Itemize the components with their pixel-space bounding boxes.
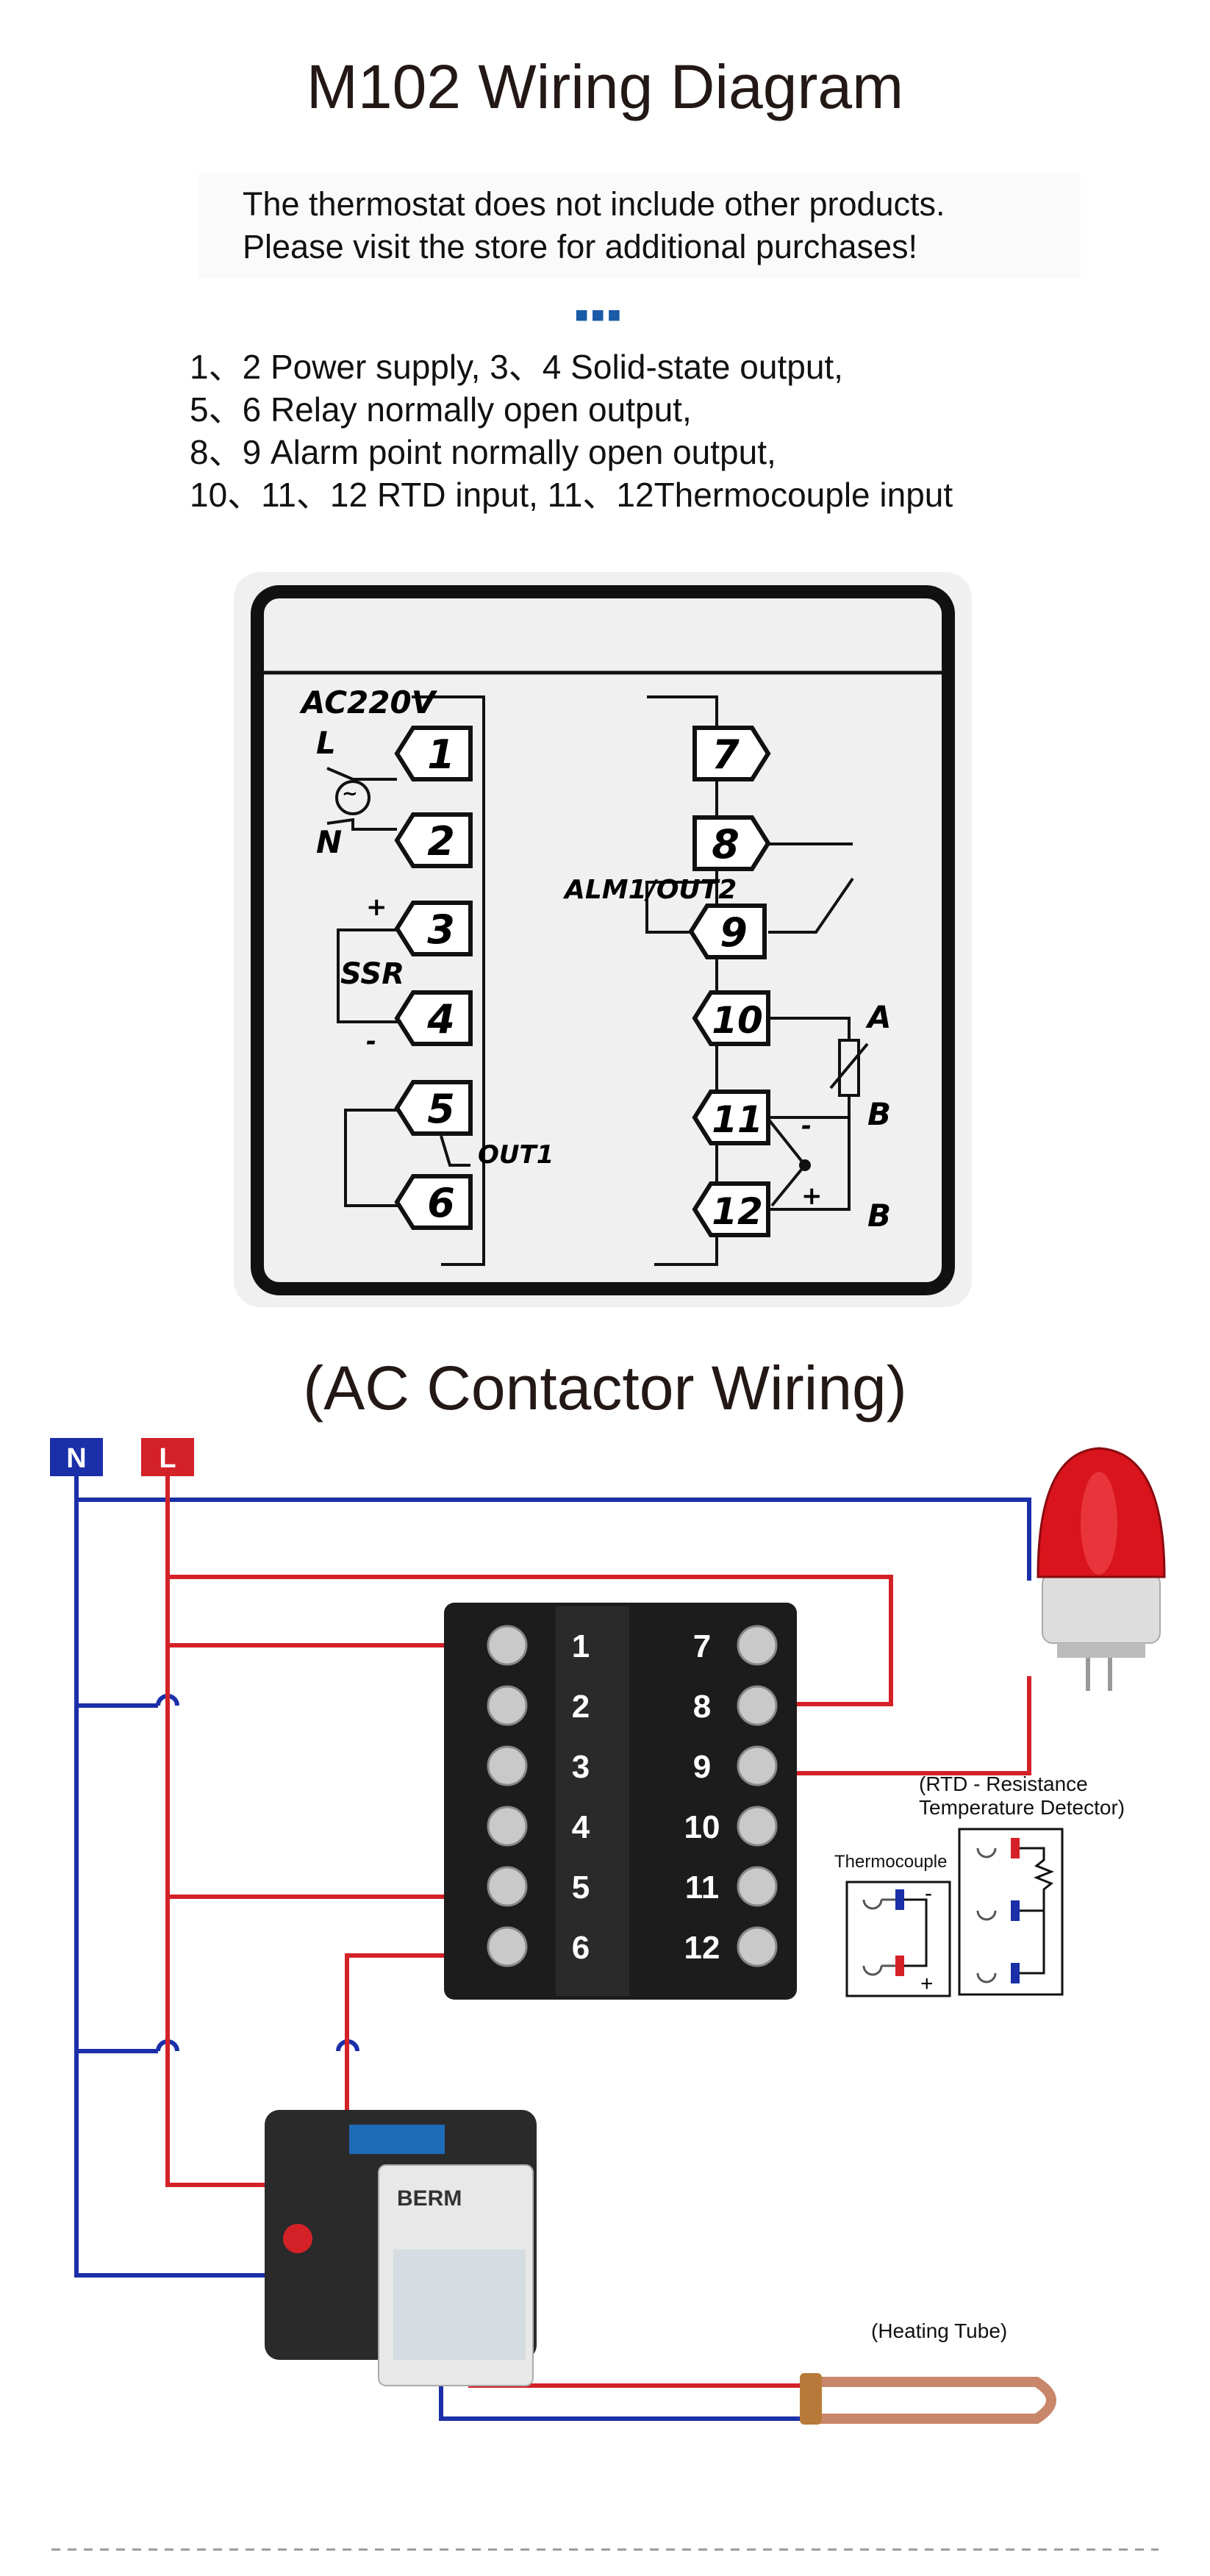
block-number-3: 3 xyxy=(572,1749,590,1785)
schematic-terminal-1: 1 xyxy=(427,731,455,778)
thermocouple-box: - + xyxy=(845,1881,951,1997)
notice-line-1: The thermostat does not include other pr… xyxy=(243,185,945,223)
rtd-label-line-1: (RTD - Resistance xyxy=(919,1772,1088,1795)
schematic-terminal-10: 10 xyxy=(712,999,763,1042)
alarm-lamp-icon xyxy=(1037,1447,1166,1691)
block-number-6: 6 xyxy=(572,1930,590,1966)
controller-terminal-block: 1 2 3 4 5 6 7 8 9 10 11 12 xyxy=(444,1603,797,2000)
schematic-out1-label: OUT1 xyxy=(478,1140,554,1170)
schematic-ac-label: AC220V xyxy=(299,684,438,720)
schematic-terminal-5: 5 xyxy=(427,1086,455,1132)
separator-dots-icon: ■■■ xyxy=(575,303,624,327)
schematic-terminal-8: 8 xyxy=(712,821,740,867)
schematic-right-terminals: 7 8 9 10 11 12 xyxy=(688,726,771,1237)
schematic-plus-label: + xyxy=(366,892,387,922)
pin-line-4: 10、11、12 RTD input, 11、12Thermocouple in… xyxy=(190,476,953,514)
l-badge xyxy=(141,1438,194,1476)
schematic-terminal-9: 9 xyxy=(720,909,748,956)
schematic-terminal-11: 11 xyxy=(712,1098,763,1141)
schematic-terminal-7: 7 xyxy=(712,731,740,778)
block-number-12: 12 xyxy=(684,1930,720,1966)
schematic-frame xyxy=(251,585,955,1295)
schematic-ssr-label: SSR xyxy=(340,957,404,991)
l-badge-label: L xyxy=(159,1443,176,1474)
schematic-terminal-3: 3 xyxy=(427,906,455,953)
contactor-icon: BERM xyxy=(265,2110,537,2386)
pin-line-3: 8、9 Alarm point normally open output, xyxy=(190,433,776,471)
block-number-5: 5 xyxy=(572,1870,590,1906)
notice-box: The thermostat does not include other pr… xyxy=(198,173,1081,279)
block-number-4: 4 xyxy=(572,1809,590,1845)
rtd-box xyxy=(958,1828,1064,1996)
schematic-terminal-2: 2 xyxy=(427,818,455,865)
pin-line-1: 1、2 Power supply, 3、4 Solid-state output… xyxy=(190,348,843,386)
page-title: M102 Wiring Diagram xyxy=(306,52,904,121)
block-number-7: 7 xyxy=(693,1628,711,1664)
schematic-tc-plus: + xyxy=(801,1181,823,1211)
pin-description: 1、2 Power supply, 3、4 Solid-state output… xyxy=(190,346,953,516)
thermocouple-plus: + xyxy=(920,1972,934,1996)
schematic-l-label: L xyxy=(316,725,336,761)
thermocouple-minus: - xyxy=(925,1881,932,1906)
schematic-ac-symbol: ~ xyxy=(342,783,358,805)
block-number-11: 11 xyxy=(685,1870,720,1906)
n-badge xyxy=(50,1438,103,1476)
schematic-right-lines xyxy=(645,695,869,1266)
block-number-10: 10 xyxy=(684,1809,720,1845)
schematic-alm-label: ALM1/OUT2 xyxy=(562,875,737,905)
schematic-left-lines xyxy=(326,695,485,1266)
block-number-1: 1 xyxy=(572,1628,590,1664)
block-number-2: 2 xyxy=(572,1689,590,1725)
notice-line-2: Please visit the store for additional pu… xyxy=(243,228,917,265)
heating-tube-label: (Heating Tube) xyxy=(871,2319,1007,2342)
block-number-9: 9 xyxy=(693,1749,711,1785)
schematic-b-label-2: B xyxy=(867,1198,891,1234)
schematic-minus-label: - xyxy=(366,1027,376,1056)
schematic-terminal-12: 12 xyxy=(712,1190,763,1233)
schematic-b-label-1: B xyxy=(867,1096,891,1132)
schematic-n-label: N xyxy=(316,824,342,860)
contactor-brand: BERM xyxy=(397,2186,462,2211)
block-number-8: 8 xyxy=(693,1689,711,1725)
schematic-a-label: A xyxy=(865,999,892,1035)
ac-section-title: (AC Contactor Wiring) xyxy=(303,1353,907,1423)
schematic-tc-minus: - xyxy=(801,1112,812,1141)
schematic-terminal-4: 4 xyxy=(426,996,455,1042)
heating-tube-icon xyxy=(800,2373,1056,2425)
schematic-terminal-6: 6 xyxy=(427,1180,455,1226)
schematic-left-terminals: 1 2 3 4 5 6 xyxy=(394,726,473,1230)
pin-line-2: 5、6 Relay normally open output, xyxy=(190,390,692,429)
rtd-label-line-2: Temperature Detector) xyxy=(919,1796,1125,1819)
n-badge-label: N xyxy=(66,1443,86,1474)
thermocouple-label: Thermocouple xyxy=(834,1852,947,1872)
